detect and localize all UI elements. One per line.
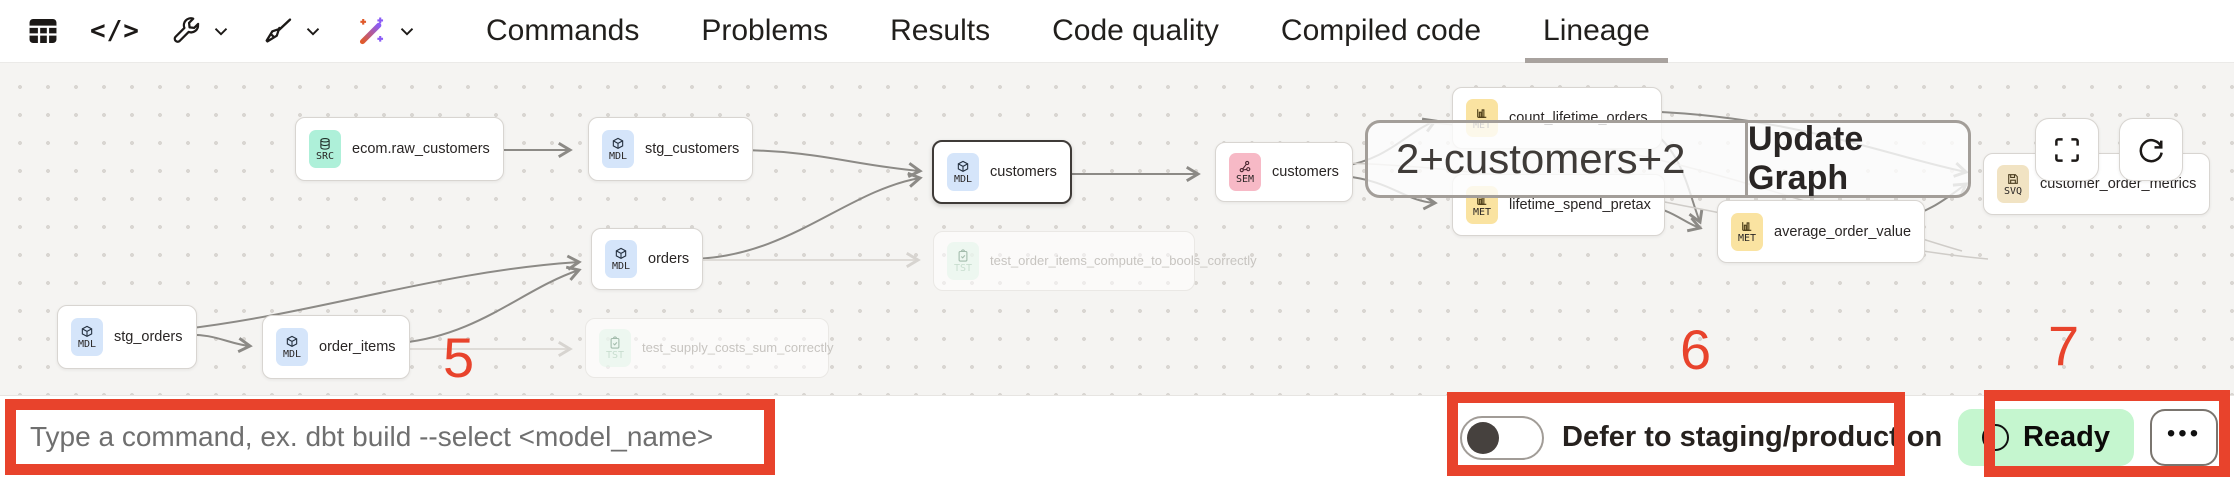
chevron-down-icon[interactable] <box>210 20 232 42</box>
node-label: order_items <box>319 339 396 355</box>
ai-tools-group <box>354 14 418 48</box>
magic-wand-button[interactable] <box>354 14 388 48</box>
bar-chart-icon <box>1477 108 1487 118</box>
tab-commands[interactable]: Commands <box>485 14 640 47</box>
semantic-badge: SEM <box>1229 153 1261 191</box>
ready-label: Ready <box>2022 421 2110 453</box>
tab-compiled-code[interactable]: Compiled code <box>1280 14 1482 47</box>
cube-icon <box>957 160 969 172</box>
ready-status-badge[interactable]: Ready <box>1957 409 2134 466</box>
node-label: stg_customers <box>645 141 740 157</box>
model-badge: MDL <box>602 130 634 168</box>
lint-fix-button[interactable] <box>262 15 294 47</box>
model-badge: MDL <box>71 318 103 356</box>
status-circle-icon <box>1981 424 2009 451</box>
clipboard-check-icon <box>958 248 968 262</box>
chevron-down-icon[interactable] <box>302 20 324 42</box>
lineage-node-orders[interactable]: MDL orders <box>591 228 704 290</box>
share-network-icon <box>1239 160 1251 172</box>
test-badge: TST <box>947 242 979 280</box>
refresh-button[interactable] <box>2119 118 2183 181</box>
cube-icon <box>81 325 93 337</box>
update-graph-button[interactable]: Update Graph <box>1748 120 1864 197</box>
defer-cluster: Defer to staging/production ? <box>1460 396 1995 478</box>
cube-icon <box>286 335 298 347</box>
command-bar: Defer to staging/production ? Ready ••• <box>0 395 2234 478</box>
tab-lineage[interactable]: Lineage <box>1525 0 1668 63</box>
node-label: customers <box>990 164 1057 180</box>
lineage-node-test-order-items[interactable]: TST test_order_items_compute_to_bools_co… <box>933 231 1257 291</box>
ellipsis-icon: ••• <box>2166 419 2202 447</box>
refresh-icon <box>2139 138 2163 162</box>
tab-problems[interactable]: Problems <box>701 14 829 47</box>
lineage-selector: 2+customers+2 Update Graph <box>1365 120 1971 198</box>
more-options-button[interactable]: ••• <box>2150 409 2218 466</box>
fullscreen-icon <box>2055 137 2079 162</box>
saved-query-badge: SVQ <box>1997 165 2029 203</box>
lineage-node-stg-customers[interactable]: MDL stg_customers <box>588 117 754 181</box>
model-badge: MDL <box>605 240 637 278</box>
node-label: test_supply_costs_sum_correctly <box>642 339 834 355</box>
lineage-controls <box>2035 118 2183 181</box>
build-tools-button[interactable] <box>170 15 202 47</box>
table-icon <box>29 18 57 44</box>
lineage-node-raw-customers[interactable]: SRC ecom.raw_customers <box>295 117 504 181</box>
floppy-save-icon <box>2008 173 2018 184</box>
cube-icon <box>612 137 624 149</box>
node-label: ecom.raw_customers <box>352 141 490 157</box>
selector-divider <box>1745 123 1748 195</box>
node-label: stg_orders <box>114 329 183 345</box>
clipboard-check-icon <box>610 335 620 349</box>
chevron-down-icon[interactable] <box>396 20 418 42</box>
lineage-node-test-supply[interactable]: TST test_supply_costs_sum_correctly <box>585 318 833 378</box>
metric-badge: MET <box>1731 212 1763 251</box>
defer-toggle[interactable] <box>1460 415 1544 460</box>
panel-tab-bar: </> <box>0 0 2234 63</box>
lineage-node-order-items[interactable]: MDL order_items <box>262 315 410 379</box>
format-table-button[interactable] <box>26 14 60 48</box>
defer-label: Defer to staging/production <box>1562 421 1943 453</box>
command-input[interactable] <box>10 405 770 469</box>
tab-code-quality[interactable]: Code quality <box>1052 14 1219 47</box>
code-view-button[interactable]: </> <box>90 16 140 46</box>
tab-results[interactable]: Results <box>890 14 991 47</box>
lineage-canvas[interactable]: SRC ecom.raw_customers MDL stg_customers… <box>0 63 2234 395</box>
wrench-icon <box>173 17 200 43</box>
model-badge: MDL <box>947 153 979 191</box>
magic-wand-icon <box>359 17 384 45</box>
toggle-knob <box>1467 421 1499 454</box>
model-badge: MDL <box>276 328 308 366</box>
bar-chart-icon <box>1742 222 1752 231</box>
broom-icon <box>265 18 292 43</box>
lineage-selector-input[interactable]: 2+customers+2 <box>1396 135 1686 182</box>
test-badge: TST <box>599 329 631 367</box>
fullscreen-button[interactable] <box>2035 118 2099 181</box>
code-icon: </> <box>90 16 140 46</box>
database-icon <box>320 137 330 150</box>
node-label: orders <box>648 251 690 267</box>
node-label: lifetime_spend_pretax <box>1509 197 1651 213</box>
editor-toolbar: </> <box>0 14 418 48</box>
build-tools-group <box>170 15 232 47</box>
source-badge: SRC <box>309 130 341 168</box>
cube-icon <box>615 247 627 259</box>
lineage-node-stg-orders[interactable]: MDL stg_orders <box>57 305 197 369</box>
lineage-node-customers-model[interactable]: MDL customers <box>932 140 1072 204</box>
lineage-node-average-order-value[interactable]: MET average_order_value <box>1717 200 1926 263</box>
panel-tabs: Commands Problems Results Code quality C… <box>485 0 1668 63</box>
node-label: customers <box>1272 164 1339 180</box>
lint-tools-group <box>262 15 324 47</box>
lineage-node-customers-semantic[interactable]: SEM customers <box>1215 142 1353 202</box>
node-label: test_order_items_compute_to_bools_correc… <box>990 252 1257 268</box>
status-cluster: Ready ••• <box>1957 396 2218 478</box>
node-label: average_order_value <box>1774 223 1912 240</box>
